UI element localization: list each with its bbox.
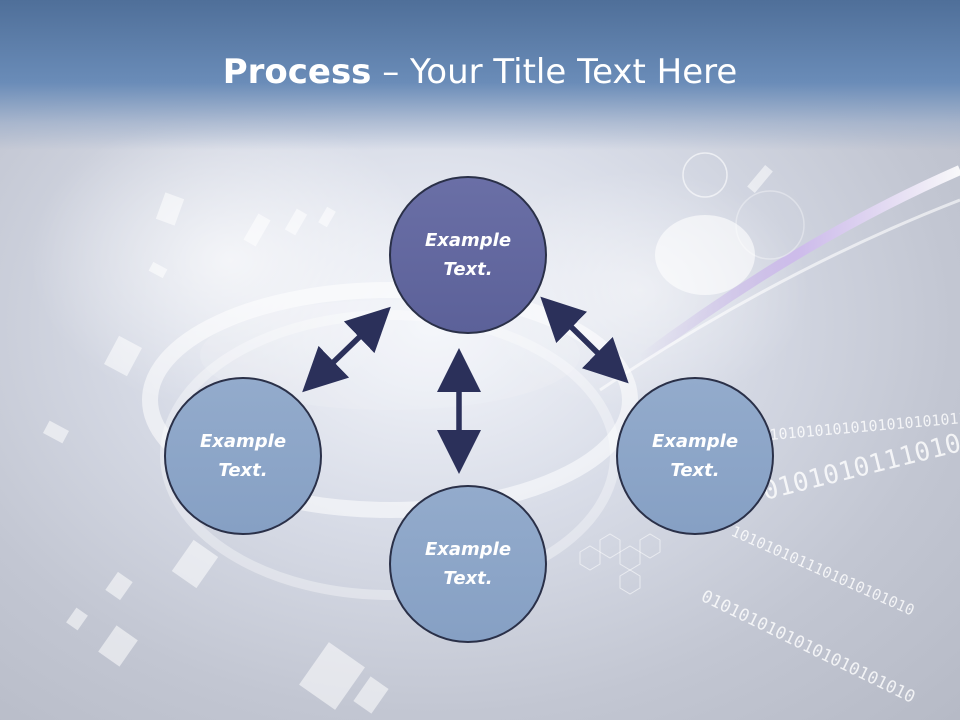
title-band: [0, 0, 960, 150]
node-left[interactable]: Example Text.: [164, 377, 322, 535]
node-top-label: Example Text.: [424, 230, 512, 280]
node-right-label: Example Text.: [651, 431, 739, 481]
node-left-label: Example Text.: [199, 431, 287, 481]
node-right[interactable]: Example Text.: [616, 377, 774, 535]
title-rest: – Your Title Text Here: [371, 52, 738, 92]
node-bottom-label: Example Text.: [424, 539, 512, 589]
slide-title: Process – Your Title Text Here: [0, 52, 960, 92]
node-bottom[interactable]: Example Text.: [389, 485, 547, 643]
node-top[interactable]: Example Text.: [389, 176, 547, 334]
arrow-top-right: [540, 296, 629, 384]
arrow-top-left: [302, 306, 391, 393]
title-bold: Process: [222, 52, 372, 92]
